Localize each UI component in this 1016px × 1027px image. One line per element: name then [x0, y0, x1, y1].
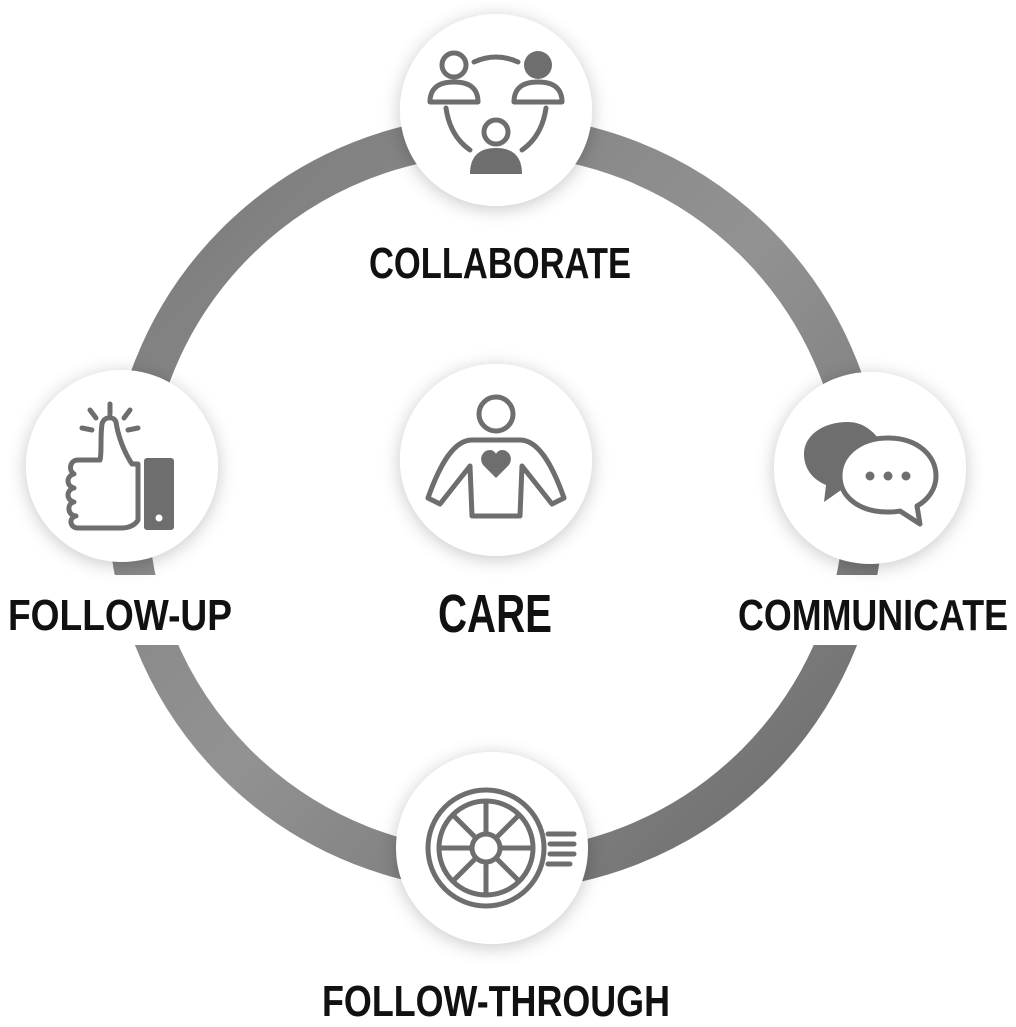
follow-up-icon-circle: [26, 370, 218, 562]
spinning-wheel-icon: [425, 787, 577, 909]
follow-through-label: FOLLOW-THROUGH: [322, 977, 670, 1026]
node-care: CARE: [400, 364, 592, 644]
follow-up-label-backdrop: [10, 575, 235, 645]
collaborate-icon-circle: [400, 14, 592, 206]
follow-up-label: FOLLOW-UP: [8, 591, 232, 640]
thumbs-up-icon: [65, 401, 174, 531]
communicate-label-backdrop: [735, 575, 1013, 645]
care-label: CARE: [438, 584, 552, 644]
person-heart-icon: [425, 394, 567, 519]
collaborate-label: COLLABORATE: [369, 239, 631, 288]
node-communicate: COMMUNICATE: [738, 372, 1008, 640]
team-collaboration-icon: [427, 50, 565, 174]
node-follow-up: FOLLOW-UP: [8, 370, 232, 640]
communicate-label: COMMUNICATE: [738, 591, 1008, 640]
speech-bubbles-icon: [804, 422, 939, 527]
node-collaborate: COLLABORATE: [369, 14, 631, 288]
follow-through-icon-circle: [396, 752, 588, 944]
node-follow-through: FOLLOW-THROUGH: [322, 752, 670, 1026]
